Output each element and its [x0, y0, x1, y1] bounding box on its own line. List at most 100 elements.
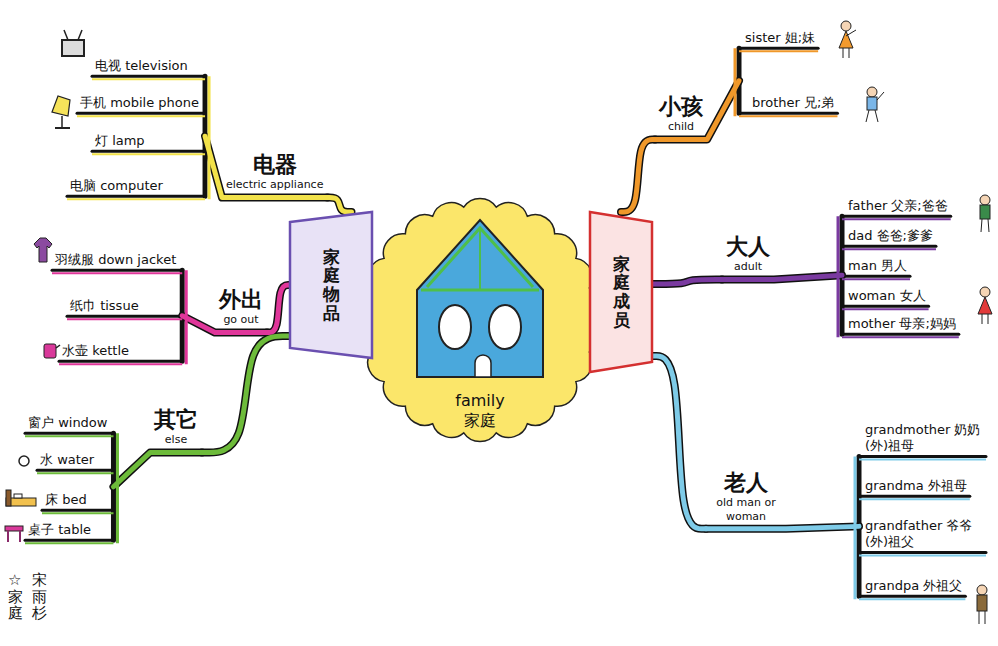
branch-outline	[621, 140, 655, 212]
leaf-underline-color	[859, 555, 986, 557]
leaf-underline-color	[859, 598, 965, 600]
node-subtitle: old man or woman	[710, 496, 782, 522]
node-subtitle: electric appliance	[226, 178, 323, 191]
leaf-underline	[52, 269, 182, 272]
leaf-label: 电脑 computer	[70, 178, 163, 194]
leaf-underline-color	[842, 308, 929, 310]
leaf-label: brother 兄;弟	[752, 95, 834, 111]
branch-connector	[202, 336, 290, 452]
leaf-underline-color	[859, 498, 970, 500]
grandfather-figure	[977, 585, 987, 624]
node-title: 电器	[253, 152, 297, 178]
leaf-underline	[25, 432, 113, 435]
branch-continuation	[706, 526, 859, 528]
leaf-underline	[739, 47, 818, 50]
leaf-label: grandma 外祖母	[865, 478, 967, 494]
leaf-underline	[25, 539, 113, 542]
signature-text: 宋雨杉	[32, 572, 47, 622]
leaf-underline-color	[59, 363, 182, 365]
leaf-label: 床 bed	[45, 492, 87, 508]
branch-outline	[652, 280, 722, 284]
leaf-label: 水 water	[40, 452, 94, 468]
leaf-underline	[842, 275, 910, 278]
mother-figure	[978, 287, 992, 324]
leaf-underline-color	[77, 115, 205, 117]
branch-connector	[652, 356, 706, 529]
leaf-underline	[842, 305, 929, 308]
leaf-underline	[842, 215, 951, 218]
node-title: 家庭成员	[613, 255, 630, 330]
leaf-label: 灯 lamp	[95, 133, 145, 149]
band-shape	[590, 212, 652, 372]
branch-continuation-outline	[655, 81, 739, 140]
branch-continuation-outline	[706, 526, 859, 528]
leaf-underline	[37, 469, 113, 472]
node-subtitle: child	[668, 120, 694, 133]
node-subtitle: else	[165, 433, 187, 446]
node-title: 家庭物品	[323, 248, 340, 323]
node-subtitle: go out	[223, 313, 258, 326]
node-title: 其它	[154, 407, 198, 433]
leaf-label: 水壶 kettle	[62, 343, 129, 359]
leaf-underline-color	[842, 336, 959, 338]
leaf-underline	[739, 112, 837, 115]
boy-figure	[866, 87, 884, 122]
branch-topic: 大人adult	[722, 232, 774, 280]
branch-topic: 外出go out	[215, 285, 267, 333]
leaf-underline	[92, 150, 205, 153]
leaf-label: father 父亲;爸爸	[848, 198, 948, 214]
leaf-underline	[842, 333, 959, 336]
leaf-underline	[42, 509, 113, 512]
leaf-underline	[859, 455, 986, 458]
leaf-underline	[859, 595, 965, 598]
girl-figure	[839, 21, 856, 58]
bed-icon	[6, 490, 36, 506]
leaf-underline	[842, 245, 936, 248]
leaf-underline-color	[67, 318, 182, 320]
leaf-underline-color	[52, 272, 182, 274]
leaf-underline-color	[92, 153, 205, 155]
center-circle: family家庭	[355, 195, 605, 445]
table-icon	[5, 526, 23, 542]
branch-continuation	[722, 275, 842, 279]
branch-outlines	[25, 48, 986, 596]
branch-connector	[267, 285, 290, 333]
leaf-underline-color	[842, 278, 910, 280]
father-figure	[980, 195, 990, 232]
category-band: 家庭成员	[590, 212, 652, 372]
category-band: 家庭物品	[290, 212, 372, 358]
bracket-bar-color	[116, 433, 119, 543]
leaf-label: 桌子 table	[28, 522, 91, 538]
branch-continuation-outline	[722, 275, 842, 279]
leaf-underline	[59, 360, 182, 363]
leaf-label: 手机 mobile phone	[80, 95, 199, 111]
branch-topic: 其它else	[150, 405, 202, 453]
leaf-underline-color	[37, 472, 113, 474]
jacket-icon	[34, 238, 52, 262]
branch-connector	[621, 140, 655, 212]
leaf-label: grandpa 外祖父	[865, 578, 962, 594]
node-title: family	[455, 391, 504, 411]
branch-connector	[327, 198, 351, 212]
leaf-underline-color	[842, 218, 951, 220]
leaf-underline	[77, 112, 205, 115]
node-subtitle: adult	[734, 260, 762, 273]
branch-outline	[652, 356, 706, 529]
leaf-label: grandmother 奶奶(外)祖母	[865, 422, 983, 455]
branch-continuation	[113, 453, 202, 487]
branch-connector	[652, 280, 722, 284]
leaf-label: grandfather 爷爷(外)祖父	[865, 518, 983, 551]
leaf-underline	[92, 75, 205, 78]
leaf-label: mother 母亲;妈妈	[848, 316, 956, 332]
leaf-underline-color	[25, 542, 113, 544]
branch-continuation-outline	[205, 136, 327, 197]
leaf-underline-color	[25, 435, 113, 437]
leaf-label: man 男人	[848, 258, 907, 274]
scalloped-circle	[359, 198, 600, 441]
branch-continuation	[205, 136, 327, 197]
leaf-label: sister 姐;妹	[745, 30, 815, 46]
kettle-icon	[44, 344, 60, 358]
lamp-icon	[52, 96, 70, 128]
branch-topic: 电器electric appliance	[222, 150, 327, 198]
node-title: 外出	[219, 287, 263, 313]
